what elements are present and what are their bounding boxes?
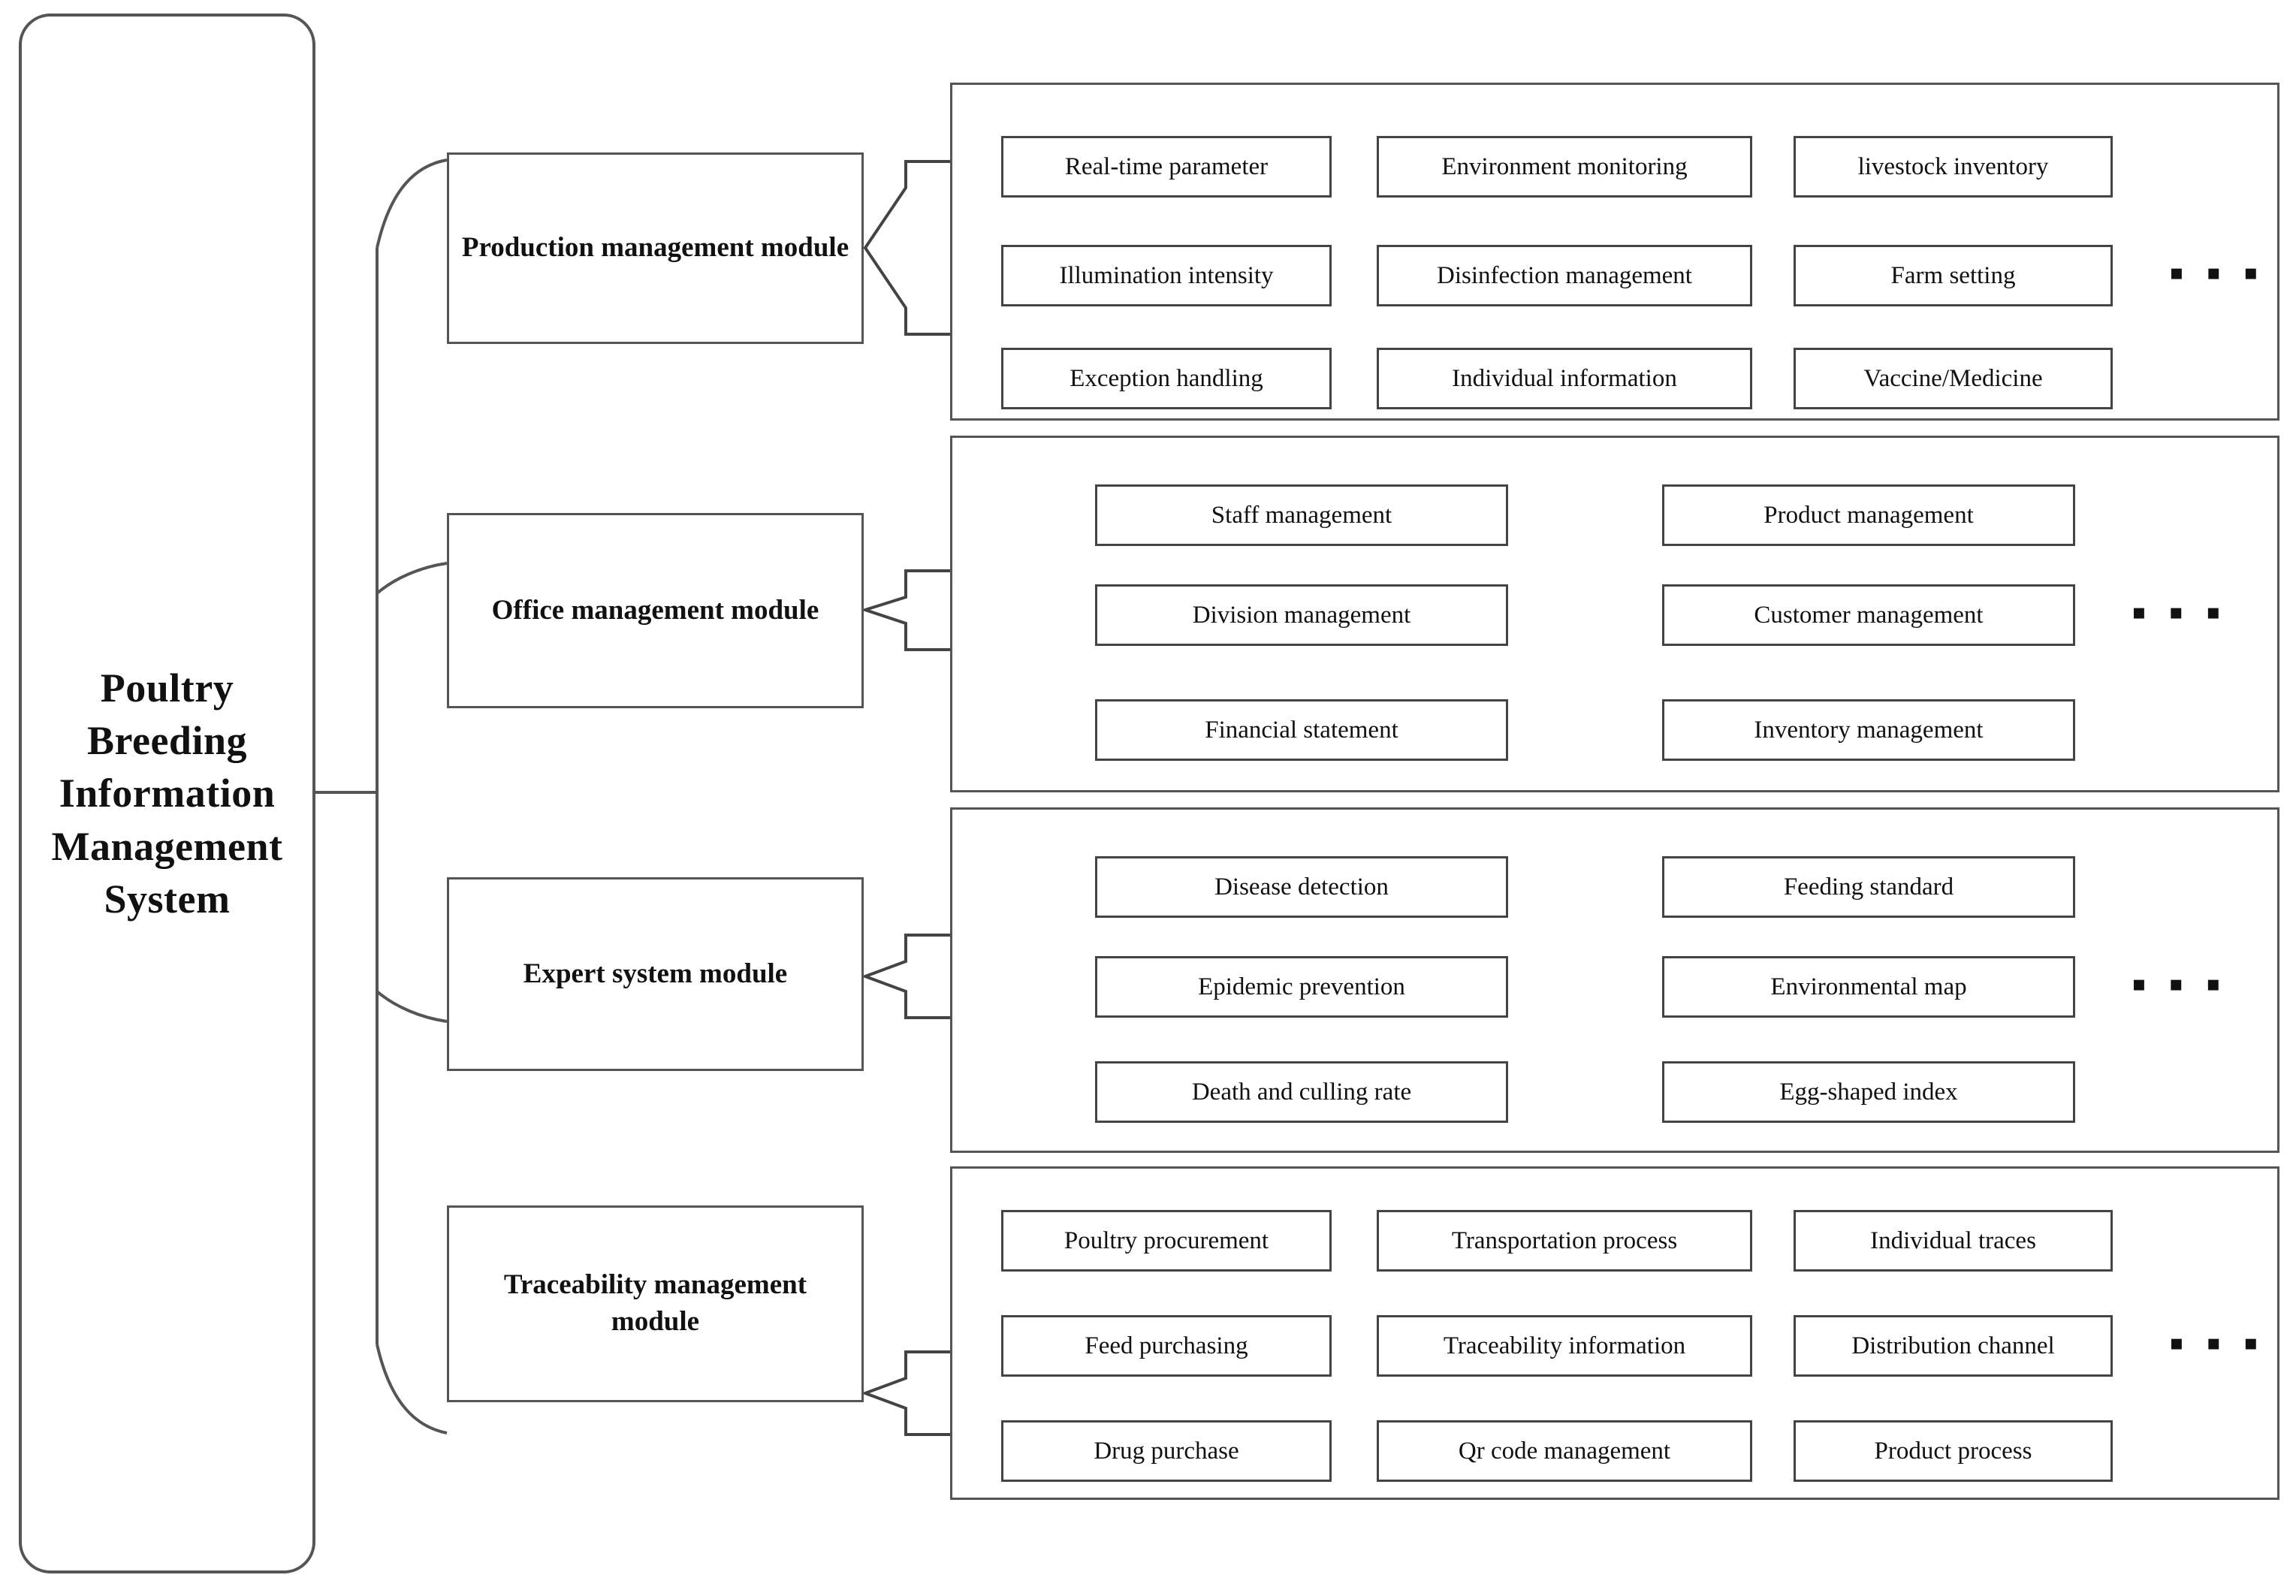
leaf-poultry-procurement[interactable]: Poultry procurement [1001,1210,1332,1272]
root-node[interactable]: Poultry Breeding Information Management … [19,14,315,1573]
leaf-individual-information[interactable]: Individual information [1377,348,1752,409]
ellipsis-production: ▪ ▪ ▪ [2169,249,2264,296]
leaf-transportation-process[interactable]: Transportation process [1377,1210,1752,1272]
module-box-expert[interactable]: Expert system module [447,877,864,1071]
module-label-production: Production management module [461,232,849,264]
ellipsis-expert: ▪ ▪ ▪ [2132,960,2226,1007]
leaf-disease-detection[interactable]: Disease detection [1095,856,1508,918]
module-label-office: Office management module [491,594,819,626]
leaf-real-time-parameter[interactable]: Real-time parameter [1001,136,1332,198]
root-line-1: Poultry [100,665,234,711]
leaf-environment-monitoring[interactable]: Environment monitoring [1377,136,1752,198]
group-box-traceability: Poultry procurement Transportation proce… [950,1166,2279,1500]
module-box-traceability[interactable]: Traceability management module [447,1205,864,1402]
leaf-qr-code-management[interactable]: Qr code management [1377,1420,1752,1482]
group-box-production: Real-time parameter Environment monitori… [950,83,2279,421]
leaf-illumination-intensity[interactable]: Illumination intensity [1001,245,1332,306]
ellipsis-traceability: ▪ ▪ ▪ [2169,1319,2264,1366]
root-line-2: Breeding [86,718,247,764]
page-title: Poultry Breeding Information Management … [52,662,283,925]
leaf-environmental-map[interactable]: Environmental map [1662,956,2075,1018]
leaf-feed-purchasing[interactable]: Feed purchasing [1001,1315,1332,1377]
leaf-exception-handling[interactable]: Exception handling [1001,348,1332,409]
leaf-distribution-channel[interactable]: Distribution channel [1794,1315,2113,1377]
group-box-office: Staff management Product management Divi… [950,436,2279,792]
leaf-product-management[interactable]: Product management [1662,484,2075,546]
leaf-customer-management[interactable]: Customer management [1662,584,2075,646]
leaf-division-management[interactable]: Division management [1095,584,1508,646]
ellipsis-office: ▪ ▪ ▪ [2132,588,2226,635]
leaf-inventory-management[interactable]: Inventory management [1662,699,2075,761]
leaf-death-and-culling-rate[interactable]: Death and culling rate [1095,1061,1508,1123]
module-label-traceability: Traceability management module [503,1269,807,1337]
root-line-4: Management [51,823,283,869]
leaf-egg-shaped-index[interactable]: Egg-shaped index [1662,1061,2075,1123]
leaf-product-process[interactable]: Product process [1794,1420,2113,1482]
leaf-livestock-inventory[interactable]: livestock inventory [1794,136,2113,198]
leaf-drug-purchase[interactable]: Drug purchase [1001,1420,1332,1482]
module-box-office[interactable]: Office management module [447,513,864,708]
root-line-5: System [104,876,231,922]
leaf-disinfection-management[interactable]: Disinfection management [1377,245,1752,306]
root-line-3: Information [59,771,276,816]
leaf-individual-traces[interactable]: Individual traces [1794,1210,2113,1272]
leaf-financial-statement[interactable]: Financial statement [1095,699,1508,761]
module-box-production[interactable]: Production management module [447,152,864,344]
module-label-expert: Expert system module [523,958,788,989]
leaf-epidemic-prevention[interactable]: Epidemic prevention [1095,956,1508,1018]
leaf-vaccine-medicine[interactable]: Vaccine/Medicine [1794,348,2113,409]
group-box-expert: Disease detection Feeding standard Epide… [950,807,2279,1153]
leaf-staff-management[interactable]: Staff management [1095,484,1508,546]
leaf-farm-setting[interactable]: Farm setting [1794,245,2113,306]
leaf-traceability-information[interactable]: Traceability information [1377,1315,1752,1377]
leaf-feeding-standard[interactable]: Feeding standard [1662,856,2075,918]
